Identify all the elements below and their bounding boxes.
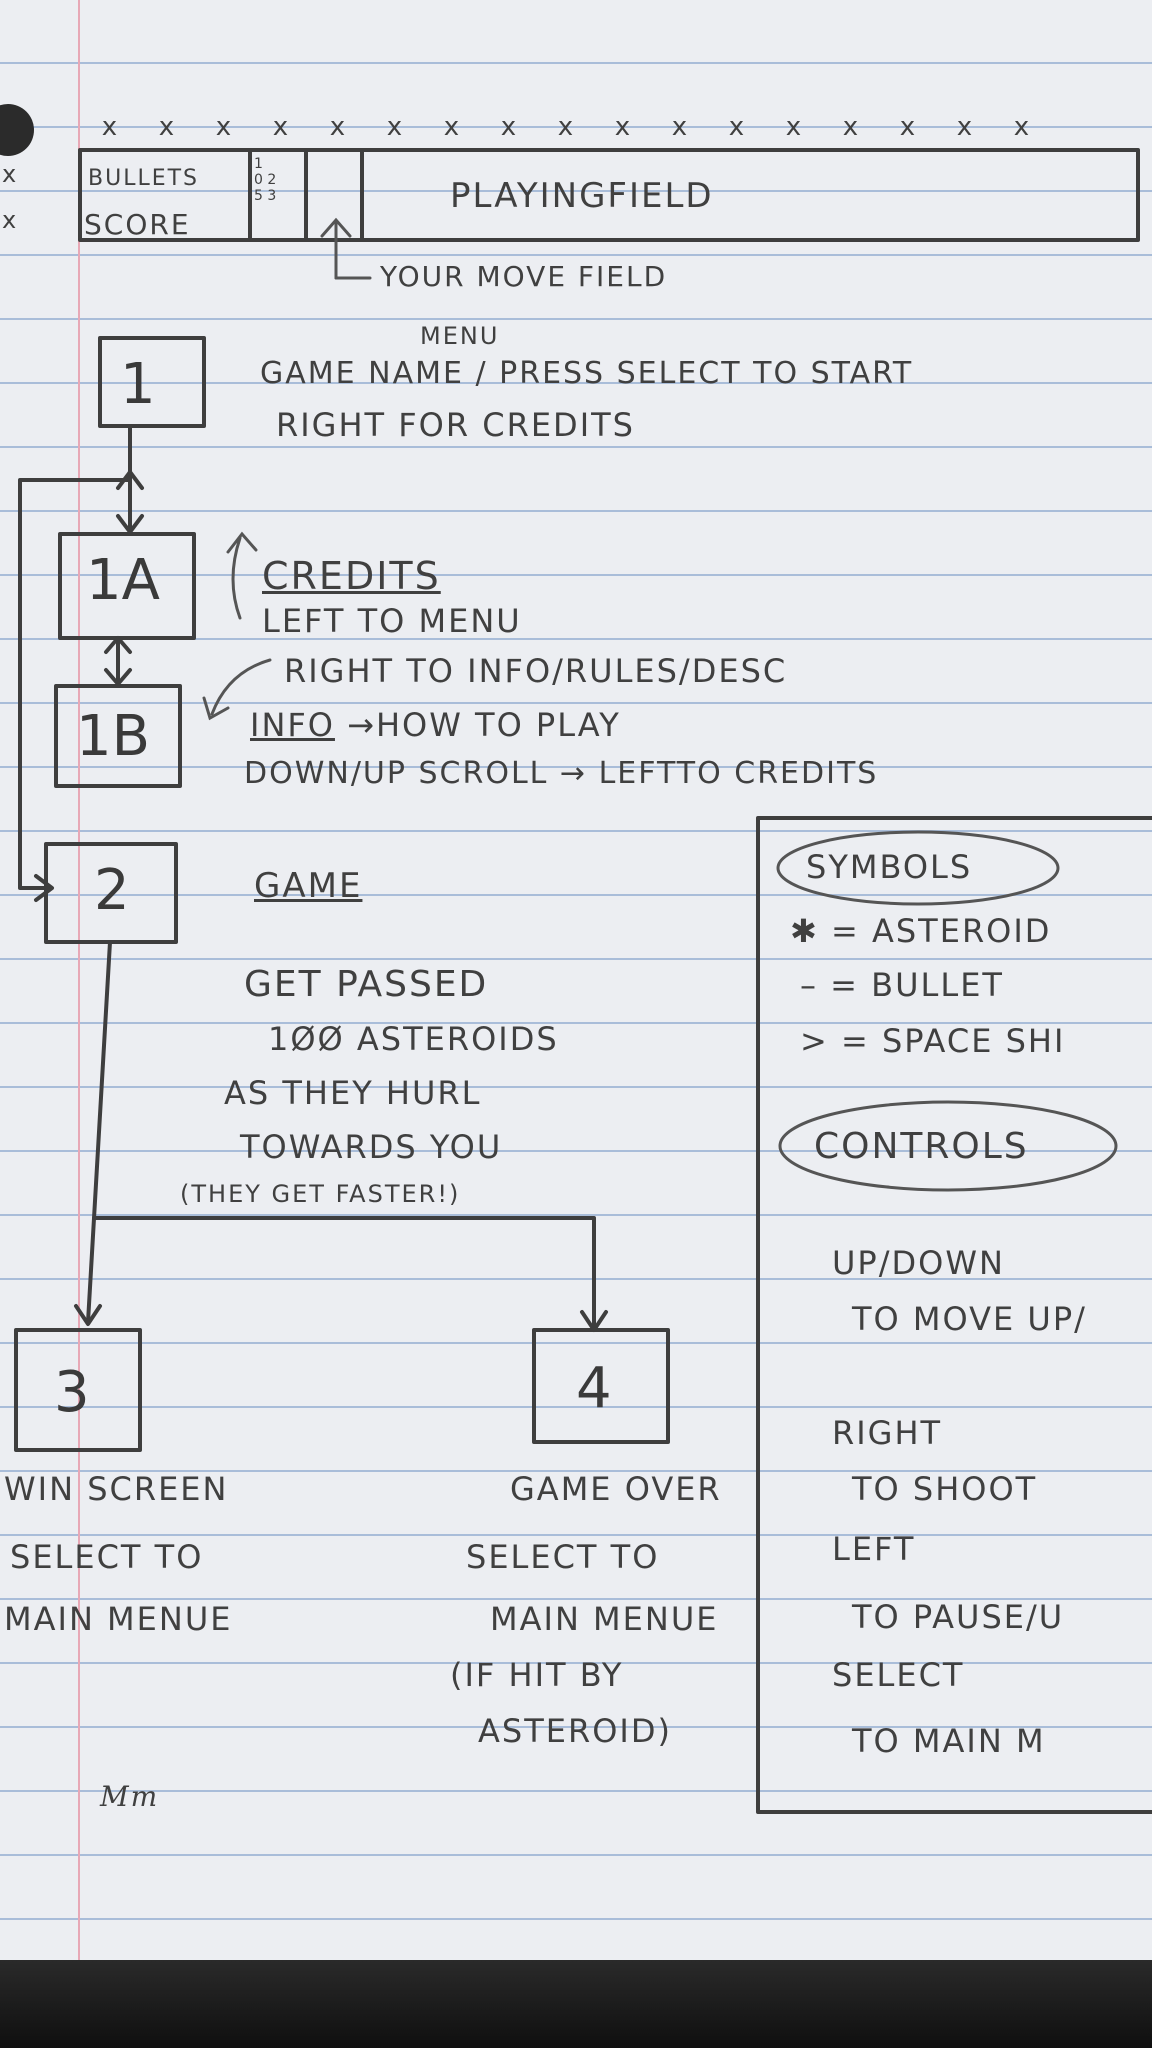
x-mark: x [1013,112,1032,142]
move-field-label: YOUR MOVE FIELD [380,260,668,293]
x-mark: x [329,112,348,142]
x-mark: x [557,112,576,142]
state-box-1 [98,336,206,428]
info-how-to-play: →HOW TO PLAY [347,706,621,744]
x-mark: x [158,112,177,142]
state-1b-label: 1B [76,704,151,769]
symbol-asteroid: ✱ = ASTEROID [790,912,1052,950]
game-desc-2: 1ØØ ASTEROIDS [268,1020,559,1058]
notebook-paper [0,0,1152,1960]
control-right: RIGHT [832,1414,943,1452]
x-mark: x [956,112,975,142]
control-left: LEFT [832,1530,916,1568]
state-1-label: 1 [120,352,156,417]
gameover-desc-2: SELECT TO [466,1538,660,1576]
credits-left-hint: LEFT TO MENU [262,602,522,640]
control-updown-desc: TO MOVE UP/ [852,1300,1087,1338]
control-left-desc: TO PAUSE/U [852,1598,1065,1636]
state-box-3 [14,1328,142,1452]
info-line: INFO →HOW TO PLAY [250,706,621,744]
game-title: GAME [254,866,363,906]
info-scroll-hint: DOWN/UP SCROLL → LEFTTO CREDITS [244,756,879,791]
gameover-desc-5: ASTEROID) [478,1712,672,1750]
x-mark: x [386,112,405,142]
game-desc-4: TOWARDS YOU [240,1128,503,1166]
win-desc-3: MAIN MENUE [4,1600,233,1638]
game-desc-1: GET PASSED [244,964,489,1005]
score-label: SCORE [84,208,191,241]
state-1a-label: 1A [86,548,160,613]
score-counter-digits: 1 0 2 5 3 [254,156,277,204]
control-right-desc: TO SHOOT [852,1470,1038,1508]
symbol-spaceship: > = SPACE SHI [800,1022,1066,1060]
gameover-desc-4: (IF HIT BY [450,1656,624,1694]
info-title: INFO [250,706,335,744]
x-mark: x [101,112,120,142]
screen-outline [78,148,1140,242]
credits-right-hint: RIGHT TO INFO/RULES/DESC [284,652,788,690]
game-desc-5: (THEY GET FASTER!) [180,1180,461,1208]
state-1-credits-hint: RIGHT FOR CREDITS [276,406,635,444]
x-mark: x [785,112,804,142]
x-mark: x [500,112,519,142]
bullets-label: BULLETS [88,166,200,191]
left-x-mark: x [2,206,19,234]
left-x-mark: x [2,160,19,188]
game-desc-3: AS THEY HURL [224,1074,482,1112]
state-2-label: 2 [94,858,130,923]
x-mark: x [272,112,291,142]
win-desc-1: WIN SCREEN [4,1470,229,1508]
state-1-text: GAME NAME / PRESS SELECT TO START [260,356,914,391]
state-box-4 [532,1328,670,1444]
playing-field-label: PLAYINGFIELD [450,176,714,216]
x-mark: x [842,112,861,142]
x-mark: x [671,112,690,142]
state-4-label: 4 [576,1356,612,1421]
state-1-menu-title: MENU [420,322,500,350]
x-mark: x [443,112,462,142]
margin-line [78,0,80,1960]
win-desc-2: SELECT TO [10,1538,204,1576]
gameover-desc-1: GAME OVER [510,1470,722,1508]
x-mark: x [728,112,747,142]
state-3-label: 3 [54,1360,90,1425]
control-updown: UP/DOWN [832,1244,1005,1282]
legend-panel [756,816,1152,1814]
control-select-desc: TO MAIN M [852,1722,1046,1760]
credits-title: CREDITS [262,554,441,598]
gameover-desc-3: MAIN MENUE [490,1600,719,1638]
symbol-bullet: – = BULLET [800,966,1004,1004]
desk-shadow [0,1960,1152,2048]
x-mark: x [614,112,633,142]
x-mark: x [215,112,234,142]
controls-title: CONTROLS [814,1126,1029,1167]
state-box-1a [58,532,196,640]
control-select: SELECT [832,1656,965,1694]
author-signature: Mm [100,1780,160,1813]
x-mark: x [899,112,918,142]
state-box-1b [54,684,182,788]
symbols-title: SYMBOLS [806,848,973,886]
